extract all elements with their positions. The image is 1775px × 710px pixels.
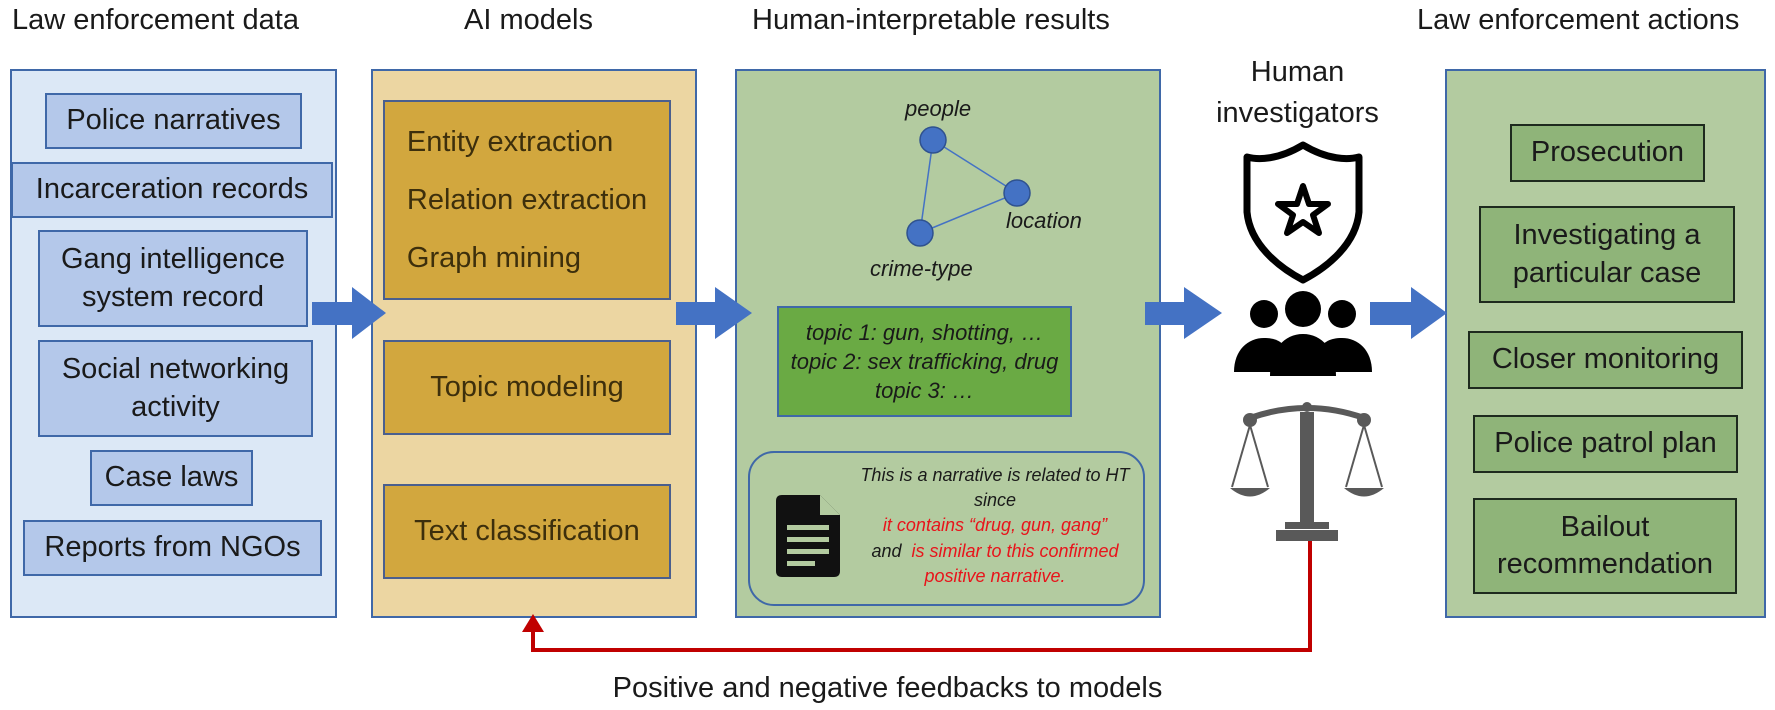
data-source-box: Case laws xyxy=(90,450,253,506)
explanation-line-1: This is a narrative is related to HT sin… xyxy=(860,465,1130,511)
action-box: Bailout recommendation xyxy=(1473,498,1737,594)
graph-node-label-location: location xyxy=(1006,208,1082,233)
explanation-line-3: is similar to this confirmed positive na… xyxy=(911,540,1119,586)
police-badge-icon xyxy=(1243,141,1363,284)
graph-node-label-people: people xyxy=(905,96,972,121)
flow-arrow xyxy=(1370,287,1447,339)
graph-node-label-crime-type: crime-type xyxy=(870,256,973,281)
topic-line: topic 1: gun, shotting, … xyxy=(805,319,1044,345)
header-human-investigators: Human investigators xyxy=(1216,56,1379,129)
explanation-text: This is a narrative is related to HT sin… xyxy=(850,463,1140,589)
header-ai-models: AI models xyxy=(464,4,593,36)
data-source-box: Police narratives xyxy=(45,93,302,149)
data-source-box: Social networking activity xyxy=(38,340,313,437)
scales-of-justice-icon xyxy=(1230,402,1384,541)
action-box: Police patrol plan xyxy=(1473,415,1738,473)
topic-line: topic 3: … xyxy=(874,378,975,404)
ai-model-box-extraction: Entity extraction Relation extraction Gr… xyxy=(383,100,671,300)
header-law-enforcement-actions: Law enforcement actions xyxy=(1417,4,1740,36)
model-graph-mining: Graph mining xyxy=(406,242,581,274)
ai-model-box-text-classification: Text classification xyxy=(383,484,671,579)
explanation-and: and xyxy=(871,540,902,561)
people-group-icon xyxy=(1234,291,1372,376)
explanation-line-2: it contains “drug, gun, gang” xyxy=(882,515,1108,536)
data-source-box: Incarceration records xyxy=(11,162,333,218)
topic-line: topic 2: sex trafficking, drug xyxy=(790,348,1059,374)
feedback-label: Positive and negative feedbacks to model… xyxy=(612,672,1163,704)
ai-model-box-topic-modeling: Topic modeling xyxy=(383,340,671,435)
data-source-box: Reports from NGOs xyxy=(23,520,322,576)
header-law-enforcement-data: Law enforcement data xyxy=(12,4,299,36)
action-box: Investigating a particular case xyxy=(1479,206,1735,303)
model-entity-extraction: Entity extraction xyxy=(406,126,614,158)
topic-results-box: topic 1: gun, shotting, … topic 2: sex t… xyxy=(777,306,1072,417)
data-source-box: Gang intelligence system record xyxy=(38,230,308,327)
model-relation-extraction: Relation extraction xyxy=(406,184,648,216)
action-box: Prosecution xyxy=(1510,124,1705,182)
action-box: Closer monitoring xyxy=(1468,331,1743,389)
header-human-interpretable-results: Human-interpretable results xyxy=(752,4,1110,36)
classification-explanation-box: This is a narrative is related to HT sin… xyxy=(748,451,1145,606)
